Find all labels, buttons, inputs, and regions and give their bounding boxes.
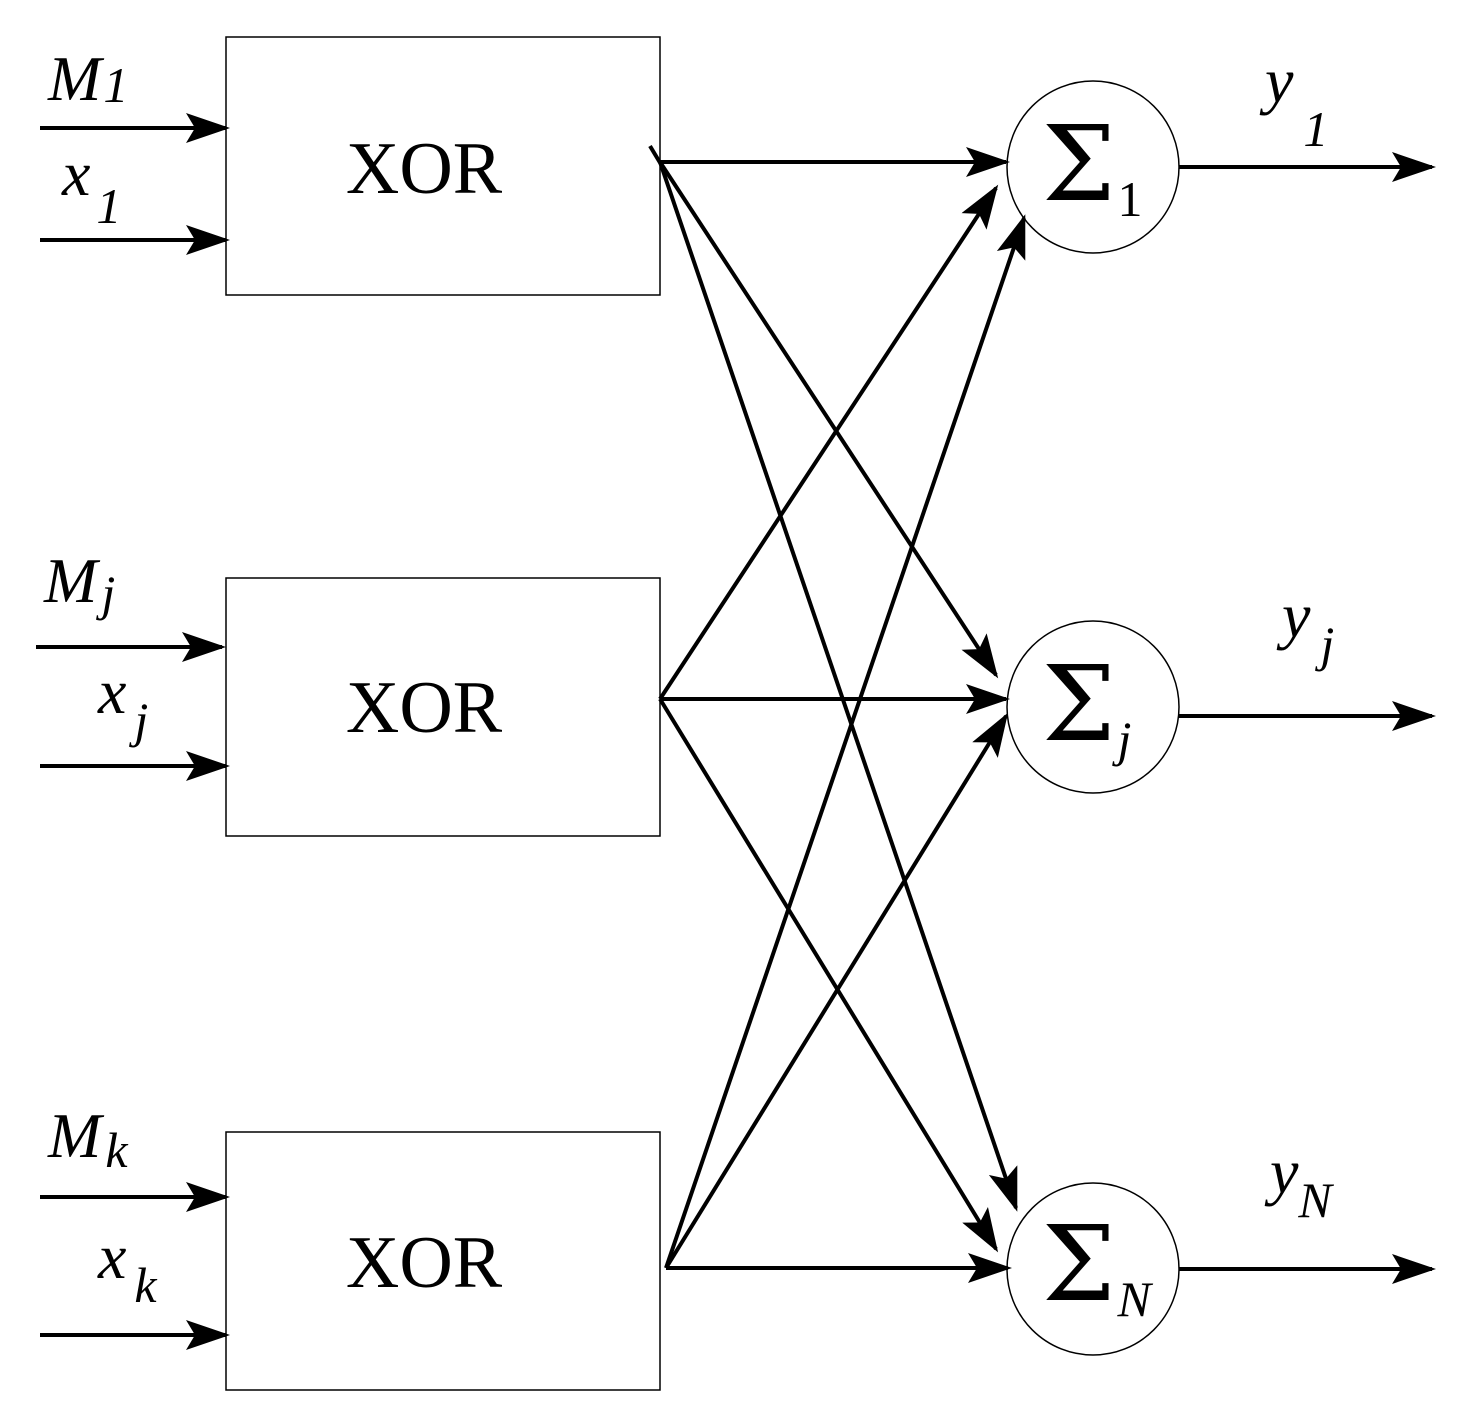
xor-block-1: XOR: [225, 36, 661, 296]
summer-1: Σ1: [1006, 80, 1180, 254]
xor-block-j-label: XOR: [346, 667, 503, 749]
output-label-y1-var: y: [1259, 45, 1294, 116]
svg-text:M1: M1: [47, 43, 128, 114]
summer-n: ΣN: [1006, 1182, 1180, 1356]
svg-text:x1: x1: [61, 138, 121, 234]
wire-k-to-1: [664, 214, 1026, 1269]
wire-j-to-n: [658, 697, 999, 1253]
input-label-m1-sub: 1: [103, 57, 128, 113]
input-label-xj-sub: j: [128, 692, 148, 748]
svg-text:Σ1: Σ1: [1042, 103, 1143, 227]
svg-text:Mj: Mj: [43, 545, 115, 621]
svg-text:xj: xj: [97, 656, 148, 748]
summer-1-subscript: 1: [1118, 171, 1143, 227]
output-label-y1-sub: 1: [1303, 101, 1328, 157]
svg-text:xk: xk: [97, 1221, 157, 1313]
xor-block-k: XOR: [225, 1131, 661, 1391]
svg-text:yN: yN: [1264, 1136, 1334, 1228]
output-label-yn-var: y: [1264, 1136, 1299, 1207]
svg-text:ΣN: ΣN: [1042, 1203, 1154, 1327]
input-label-mk-sub: k: [105, 1122, 128, 1178]
input-label-mj-sub: j: [95, 565, 115, 621]
wire-1-to-j: [658, 160, 999, 679]
output-label-yj-var: y: [1276, 580, 1311, 651]
input-label-x1-var: x: [61, 138, 90, 209]
summer-j-symbol: Σ: [1042, 643, 1116, 765]
svg-text:yj: yj: [1276, 580, 1334, 672]
summer-j: Σj: [1006, 620, 1180, 794]
svg-text:y1: y1: [1259, 45, 1328, 157]
output-arrows: [1179, 152, 1436, 1284]
xor-block-1-label: XOR: [346, 128, 503, 210]
input-label-mj-var: M: [43, 545, 101, 616]
wire-k-to-j: [664, 712, 1009, 1270]
summer-n-subscript: N: [1117, 1271, 1154, 1327]
summer-1-symbol: Σ: [1042, 103, 1116, 225]
svg-text:Mk: Mk: [47, 1100, 128, 1178]
wire-j-to-1: [658, 184, 999, 701]
input-label-x1-sub: 1: [96, 178, 121, 234]
svg-text:Σj: Σj: [1042, 643, 1131, 767]
input-label-m1-var: M: [47, 43, 105, 114]
input-label-xk-sub: k: [134, 1257, 157, 1313]
xor-block-k-label: XOR: [346, 1222, 503, 1304]
xor-block-j: XOR: [225, 577, 661, 837]
output-label-yj-sub: j: [1314, 616, 1334, 672]
input-label-xj-var: x: [97, 656, 126, 727]
wire-1-to-n: [658, 161, 1018, 1212]
input-arrows: [36, 113, 230, 1350]
input-label-mk-var: M: [47, 1100, 105, 1171]
input-label-xk-var: x: [97, 1221, 126, 1292]
summer-n-symbol: Σ: [1042, 1203, 1116, 1325]
output-label-yn-sub: N: [1297, 1172, 1334, 1228]
cross-connections: [648, 144, 1026, 1283]
